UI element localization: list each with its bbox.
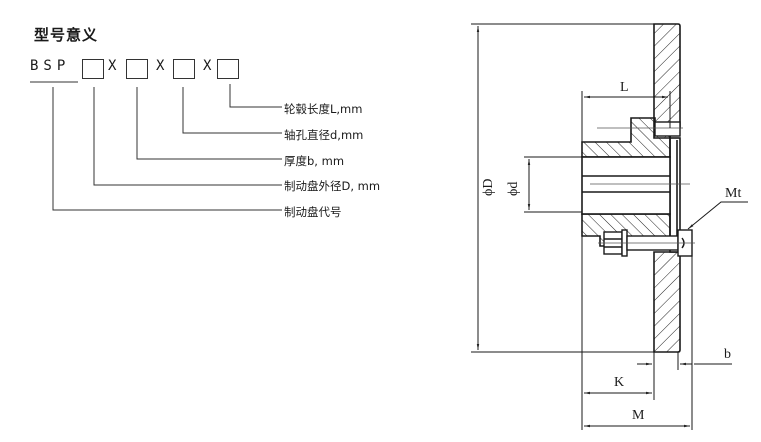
legend-disc-diameter: 制动盘外径D, mm <box>284 179 381 193</box>
disc-lower-section <box>653 251 681 353</box>
leader-Mt <box>687 201 748 230</box>
dim-d <box>524 156 582 213</box>
separator-x-2: X <box>156 58 165 74</box>
dim-L <box>581 91 671 142</box>
legend-shaft-bore: 轴孔直径d,mm <box>284 128 364 142</box>
legend-thickness: 厚度b, mm <box>284 154 345 168</box>
dim-D <box>471 23 654 353</box>
slot-shaft-bore-box <box>173 59 195 79</box>
extension-lines <box>581 236 693 430</box>
label-Mt: Mt <box>725 186 741 201</box>
slot-thickness-box <box>126 59 148 79</box>
label-phi-D: ϕD <box>481 179 496 196</box>
legend-hub-length: 轮毂长度L,mm <box>284 102 363 116</box>
leader-disc-code <box>52 87 282 211</box>
leader-hub-length <box>229 84 282 108</box>
disc-upper-section <box>653 23 681 139</box>
slot-hub-length-box <box>217 59 239 79</box>
label-K: K <box>614 375 624 390</box>
model-prefix: BSP <box>30 58 71 74</box>
leader-thickness <box>136 87 282 160</box>
model-code-leaders <box>30 81 282 211</box>
page-title: 型号意义 <box>34 26 99 44</box>
separator-x-3: X <box>203 58 212 74</box>
legend-disc-code: 制动盘代号 <box>284 205 342 219</box>
label-L: L <box>620 80 629 95</box>
brake-disc-drawing <box>471 23 748 430</box>
label-b: b <box>724 347 731 362</box>
separator-x-1: X <box>108 58 117 74</box>
label-M: M <box>632 408 645 423</box>
slot-disc-diameter-box <box>82 59 104 79</box>
label-phi-d: ϕd <box>506 182 521 196</box>
leader-shaft-bore <box>182 87 282 134</box>
leader-disc-diameter <box>93 87 282 186</box>
shaft-bore <box>581 156 671 215</box>
center-lines <box>590 127 695 244</box>
upper-bolt-hole <box>654 121 681 137</box>
